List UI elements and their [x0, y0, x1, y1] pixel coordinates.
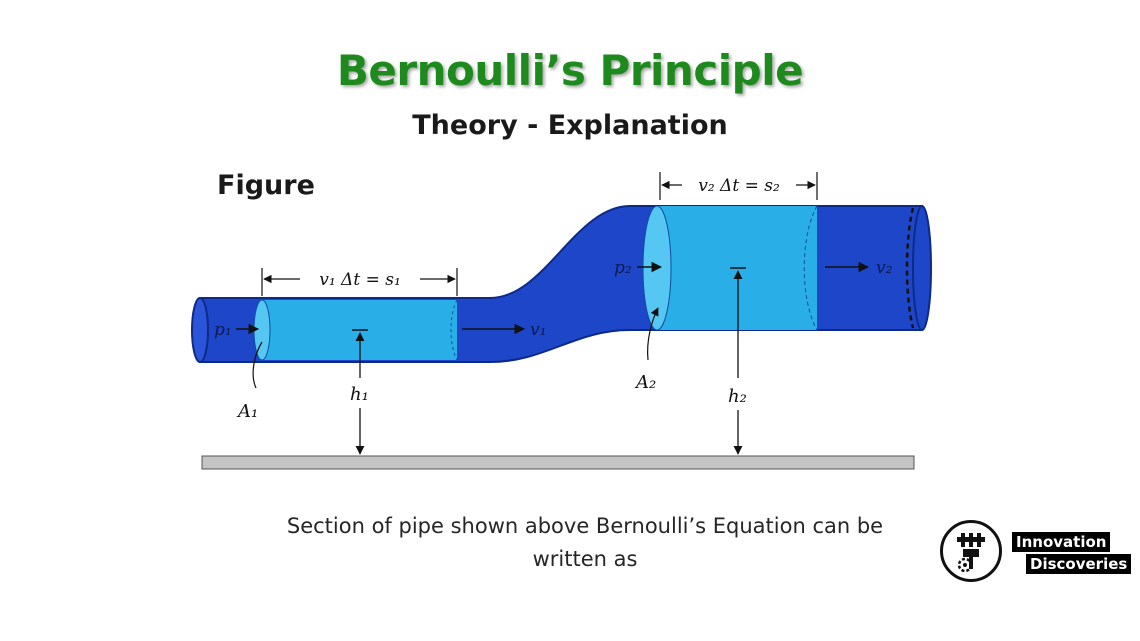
- dimension-1-label: v₁ Δt = s₁: [319, 270, 401, 290]
- caption-line-1: Section of pipe shown above Bernoulli’s …: [286, 514, 884, 538]
- caption-line-2: written as: [532, 547, 638, 571]
- section-2-dashed-end: [803, 205, 818, 331]
- area-1-label: A₁: [236, 401, 258, 422]
- height-2-label: h₂: [728, 386, 747, 407]
- brand-name-line-2: Discoveries: [1026, 554, 1132, 574]
- pipe-outlet-dashed-edge: [905, 207, 915, 329]
- brand-name-line-1: Innovation: [1012, 532, 1111, 552]
- figure-heading: Figure: [217, 170, 315, 201]
- velocity-2-label: v₂: [876, 258, 893, 278]
- height-1-label: h₁: [350, 384, 369, 405]
- pressure-1-label: p₁: [214, 320, 232, 340]
- pipe-inlet: [191, 297, 209, 363]
- slide-subtitle: Theory - Explanation: [412, 110, 728, 141]
- pipe-outlet: [912, 205, 932, 331]
- slide-title: Bernoulli’s Principle: [336, 46, 804, 95]
- ground-bar: [201, 455, 915, 470]
- brand-logo: [940, 520, 1002, 582]
- velocity-1-label: v₁: [530, 320, 546, 340]
- area-2-label: A₂: [634, 372, 656, 393]
- area-2-pointer: [647, 307, 659, 361]
- caption: Section of pipe shown above Bernoulli’s …: [270, 510, 900, 576]
- gear-wrench-icon: [957, 533, 985, 573]
- area-1-pointer: [252, 341, 263, 389]
- pressure-2-label: p₂: [614, 258, 632, 278]
- section-1-dashed-end: [450, 299, 458, 361]
- dimension-2-label: v₂ Δt = s₂: [698, 176, 780, 196]
- cross-section-a1: [253, 299, 271, 361]
